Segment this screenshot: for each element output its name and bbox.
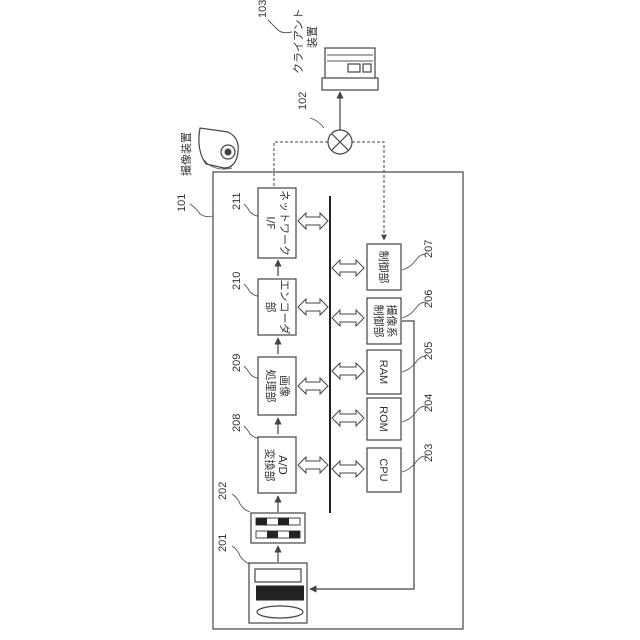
leader-201 — [232, 546, 250, 564]
ref-204: 204 — [423, 394, 435, 412]
net-label-1: ネットワーク — [278, 190, 291, 256]
imgctrl-label-1: 撮像系 — [385, 305, 399, 338]
bus-connector-cpu — [332, 461, 364, 477]
leader-101 — [190, 204, 213, 217]
ref-201: 201 — [217, 534, 229, 552]
ref-203: 203 — [423, 444, 435, 462]
network-symbol — [328, 130, 352, 154]
bus-connector-imgctrl — [332, 310, 364, 326]
ref-206: 206 — [423, 290, 435, 308]
cpu-label: CPU — [377, 458, 389, 481]
bus-connector-rom — [332, 410, 364, 426]
ref-207: 207 — [423, 240, 435, 258]
leader-102 — [310, 118, 324, 128]
bus-connector-ram — [332, 363, 364, 379]
net-label-2: I/F — [264, 216, 277, 229]
dashed-link-network-if — [274, 142, 328, 186]
enc-label-2: 部 — [264, 302, 278, 313]
client-device-icon — [322, 48, 378, 90]
client-label-1: クライアント — [292, 8, 305, 74]
ref-102: 102 — [297, 92, 309, 110]
bus-connector-control — [332, 260, 364, 276]
ref-209: 209 — [231, 354, 243, 372]
leader-208 — [244, 426, 258, 438]
dashed-link-control — [352, 142, 384, 240]
ad-label-1: A/D — [276, 455, 289, 475]
bus-connector-encoder — [298, 299, 328, 315]
leader-202 — [232, 494, 250, 512]
lens-unit — [249, 563, 307, 623]
ram-label: RAM — [377, 360, 389, 384]
client-label-2: 装置 — [306, 26, 319, 48]
ref-210: 210 — [231, 272, 243, 290]
ref-202: 202 — [217, 482, 229, 500]
img-label-1: 画像 — [278, 375, 291, 397]
leader-103 — [268, 20, 292, 33]
rom-label: ROM — [377, 406, 389, 432]
imgctrl-label-2: 制御部 — [372, 305, 386, 338]
leader-211 — [244, 204, 258, 216]
bus-connector-netif — [298, 213, 328, 229]
ref-205: 205 — [423, 342, 435, 360]
ref-211: 211 — [231, 192, 243, 210]
camera-device-label: 撮像装置 — [179, 132, 193, 176]
img-label-2: 処理部 — [264, 370, 278, 403]
ad-label-2: 変換部 — [263, 449, 277, 482]
ref-208: 208 — [231, 414, 243, 432]
ref-101: 101 — [176, 194, 188, 212]
camera-icon — [199, 128, 238, 169]
bus-connector-ad — [298, 457, 328, 473]
leader-210 — [244, 284, 258, 296]
image-sensor — [251, 513, 305, 543]
enc-label-1: エンコーダ — [278, 280, 292, 335]
leader-209 — [244, 366, 258, 378]
ref-103: 103 — [257, 0, 269, 18]
ctrl-label: 制御部 — [377, 251, 391, 284]
bus-connector-image — [298, 378, 328, 394]
